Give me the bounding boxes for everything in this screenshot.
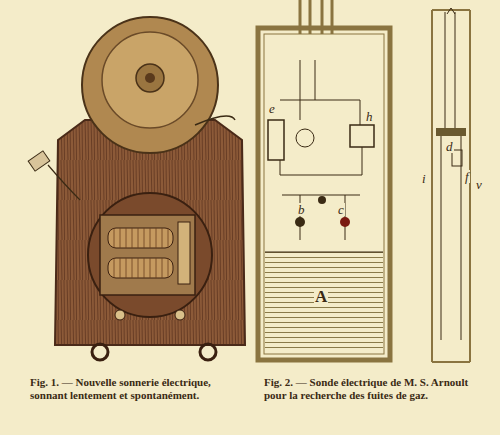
part-letter: c [337,203,345,216]
part-letter: e [268,102,276,115]
part-letter: A [314,290,328,303]
part-letter: d [445,140,454,153]
bell-figure [28,17,245,360]
part-letter: i [421,172,427,185]
probe-box [258,0,390,360]
part-letter: h [365,110,374,123]
part-letter: b [297,203,306,216]
figure-caption: Fig. 1. — Nouvelle sonnerie électrique, … [30,376,248,401]
probe-tube [432,8,470,362]
part-letter: f [464,170,470,183]
part-letter: v [475,178,483,191]
figure-caption: Fig. 2. — Sonde électrique de M. S. Arno… [264,376,490,401]
